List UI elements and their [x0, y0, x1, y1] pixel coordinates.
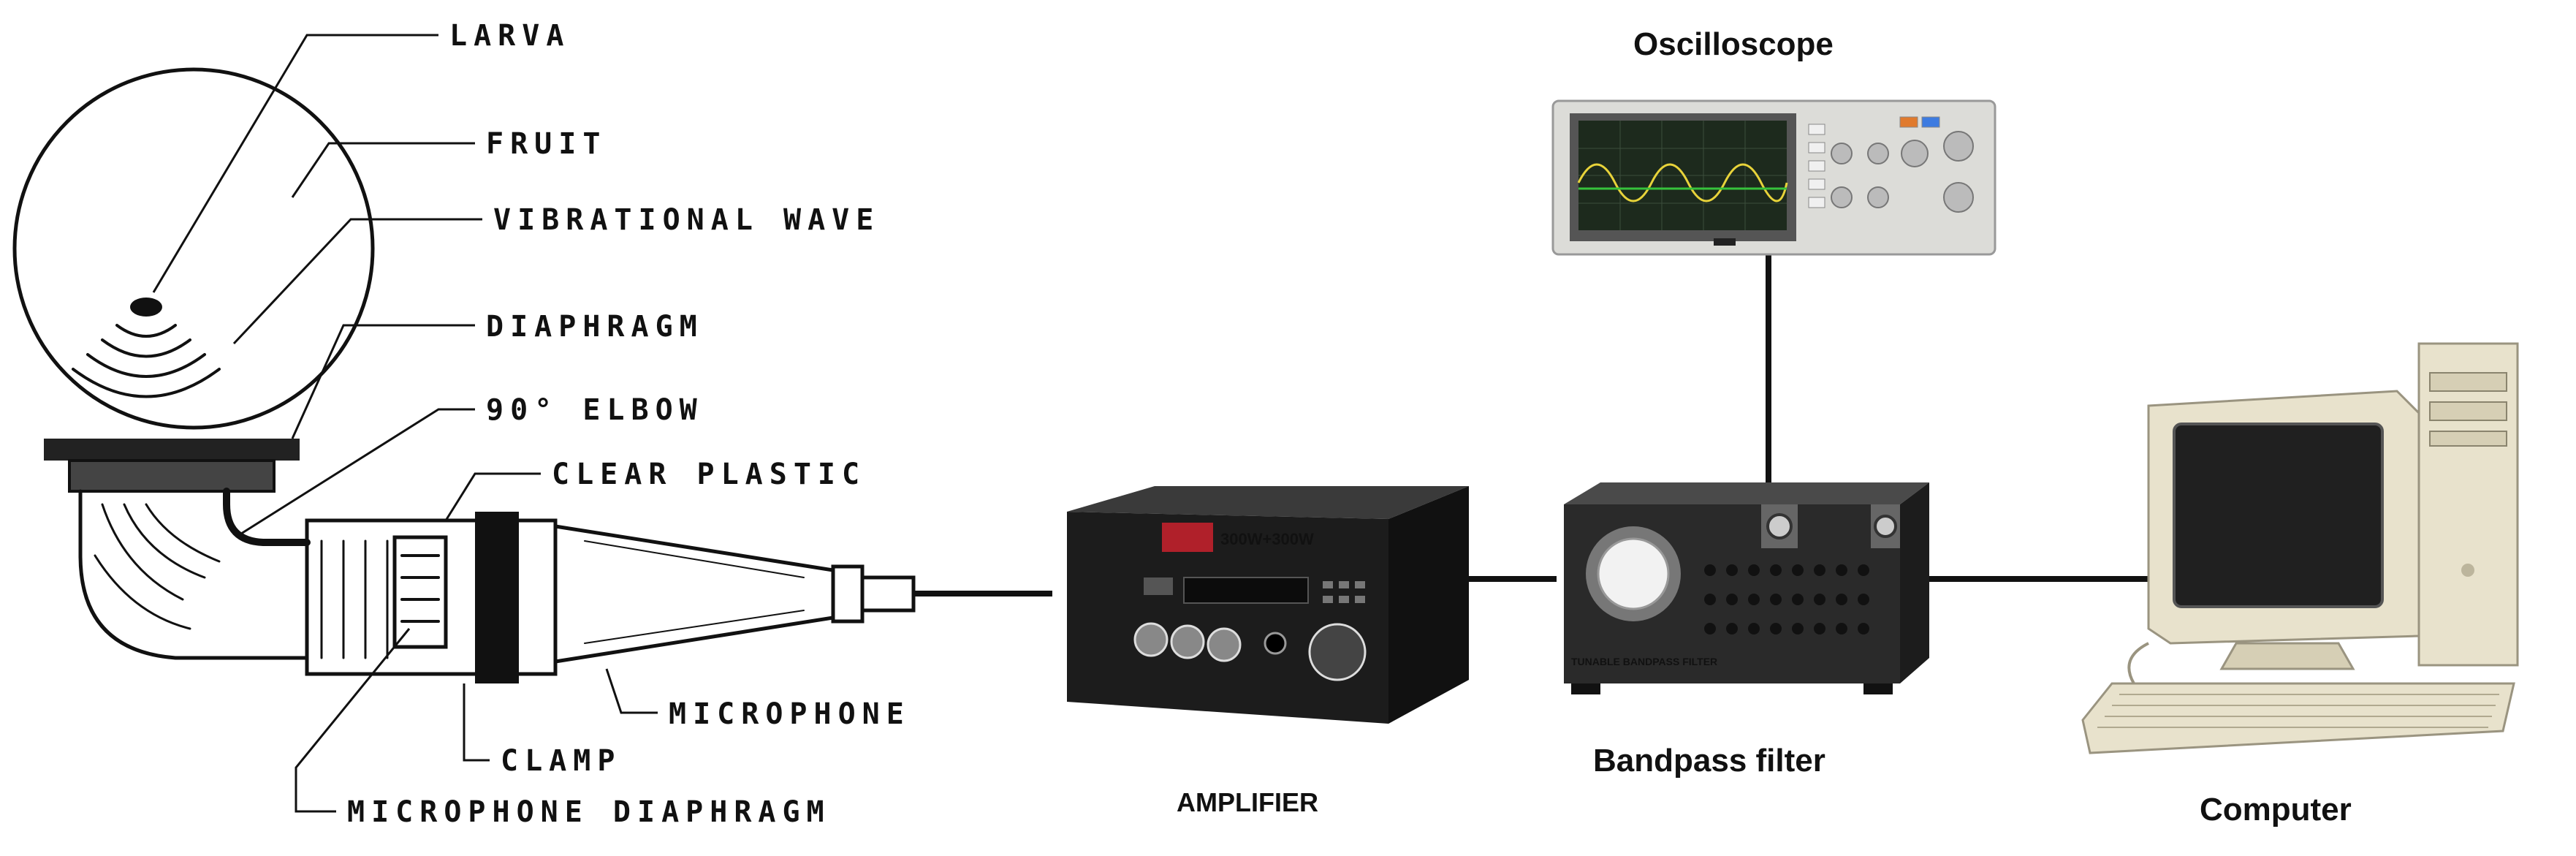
label-leader-lines — [152, 34, 658, 813]
elbow-shading — [94, 503, 221, 630]
filter-connectors — [1761, 504, 1900, 548]
oscilloscope-device — [1551, 99, 1996, 256]
label-diaphragm: DIAPHRAGM — [486, 310, 704, 344]
amplifier-buttons — [1323, 581, 1365, 603]
mic-connector-nut — [831, 564, 865, 624]
acoustic-sensor-assembly — [12, 67, 916, 683]
diaphragm-base — [68, 459, 276, 493]
sensor-label-group: LARVA FRUIT VIBRATIONAL WAVE DIAPHRAGM 9… — [347, 19, 911, 829]
leader-larva — [152, 34, 438, 293]
amplifier-label: AMPLIFIER — [1177, 787, 1318, 817]
tower-power-button — [2461, 564, 2474, 577]
filter-vent-holes — [1704, 564, 1869, 635]
label-vibrational-wave: VIBRATIONAL WAVE — [493, 203, 880, 237]
amplifier-display — [1183, 577, 1309, 604]
leader-elbow — [240, 408, 475, 535]
label-microphone-diaphragm: MICROPHONE DIAPHRAGM — [347, 795, 831, 829]
oscilloscope-waveform-yellow — [1577, 163, 1788, 202]
amp-knob-2 — [1170, 624, 1205, 659]
diaphragm-plate — [44, 439, 300, 461]
amplifier-knobs — [1133, 622, 1367, 681]
tower-drive-bay-3 — [2429, 431, 2507, 447]
elbow-tube — [78, 489, 309, 660]
amplifier-front — [1067, 512, 1388, 724]
amplifier-side — [1388, 486, 1469, 724]
amplifier-brand-text: 300W+300W — [1220, 530, 1314, 548]
keyboard-keys — [2097, 694, 2499, 728]
bandpass-filter-label: Bandpass filter — [1593, 743, 1825, 779]
oscilloscope-knobs — [1831, 131, 1974, 213]
vibrational-wave-arcs — [72, 324, 221, 398]
oscilloscope-usb-slot — [1714, 238, 1736, 246]
leader-fruit — [291, 142, 475, 198]
filter-tuning-knob — [1597, 537, 1670, 610]
tower-drive-bay-1 — [2429, 372, 2507, 392]
computer-label: Computer — [2200, 792, 2352, 827]
larva-shape — [130, 298, 162, 317]
label-clear-plastic: CLEAR PLASTIC — [552, 458, 866, 491]
oscilloscope-buttons — [1808, 116, 1940, 208]
label-elbow: 90° ELBOW — [486, 393, 704, 427]
keyboard-cable — [2127, 642, 2149, 684]
clamp-block — [475, 512, 519, 683]
leader-mic-diaphragm — [295, 628, 411, 813]
plastic-tube-hatching — [320, 539, 389, 659]
bandpass-filter-device: TUNABLE BANDPASS FILTER — [1564, 482, 1929, 694]
amp-knob-1 — [1133, 622, 1169, 657]
amp-knob-3 — [1207, 627, 1242, 662]
amplifier-usb-port — [1144, 577, 1173, 595]
elbow-inner — [223, 488, 311, 546]
diaphragm-teeth — [400, 554, 440, 623]
fruit-outline — [12, 67, 375, 430]
signal-cables — [913, 249, 2148, 596]
computer-device — [2081, 342, 2519, 754]
oscilloscope-label: Oscilloscope — [1633, 26, 1834, 62]
filter-foot-right — [1863, 683, 1893, 694]
label-larva: LARVA — [449, 19, 570, 53]
label-clamp: CLAMP — [501, 744, 621, 778]
filter-top — [1564, 482, 1929, 504]
leader-wave — [232, 218, 482, 345]
label-fruit: FRUIT — [486, 127, 607, 161]
leader-plastic — [444, 472, 541, 521]
cone-shading — [584, 540, 805, 644]
leader-clamp — [463, 683, 490, 762]
label-microphone: MICROPHONE — [669, 697, 911, 731]
tower-drive-bay-2 — [2429, 401, 2507, 421]
filter-foot-left — [1571, 683, 1600, 694]
microphone-diaphragm — [392, 535, 448, 649]
leader-diaphragm — [291, 324, 475, 439]
mic-connector-plug — [860, 575, 916, 613]
filter-side — [1900, 482, 1929, 683]
amplifier-device: 300W+300W — [1067, 486, 1469, 724]
monitor-stand — [2219, 642, 2355, 670]
keyboard — [2081, 682, 2515, 754]
amplifier-label-panel — [1162, 523, 1213, 552]
amp-volume-knob — [1308, 623, 1367, 681]
amp-mic-jack — [1264, 632, 1287, 655]
monitor-screen — [2173, 423, 2384, 608]
filter-plate-text: TUNABLE BANDPASS FILTER — [1571, 656, 1717, 667]
leader-microphone — [605, 668, 658, 714]
oscilloscope-grid — [1578, 121, 1787, 230]
amplifier-top — [1067, 486, 1469, 519]
